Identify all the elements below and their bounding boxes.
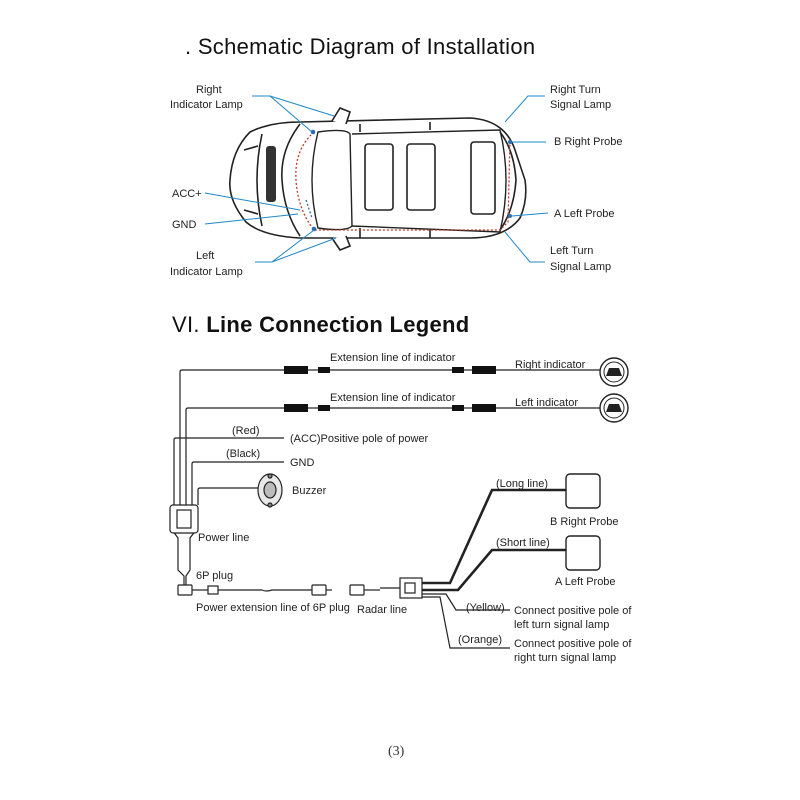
buzzer-icon xyxy=(257,473,283,508)
callout-gnd xyxy=(204,213,299,225)
callout-right-indicator xyxy=(252,95,313,133)
label-extension-line-1: Extension line of indicator xyxy=(330,352,456,364)
legend-title: VI. Line Connection Legend xyxy=(172,312,470,338)
label-connect-left-1: Connect positive pole of xyxy=(514,605,632,617)
radar-line-connector xyxy=(349,584,365,596)
right-indicator-dot xyxy=(310,129,316,135)
connector-l1 xyxy=(284,404,308,412)
connector-l3 xyxy=(452,405,464,411)
connector-l2 xyxy=(318,405,330,411)
connector-r2 xyxy=(318,367,330,373)
indicator-icons xyxy=(599,357,629,423)
connector-r1 xyxy=(284,366,308,374)
label-acc: ACC+ xyxy=(172,188,202,200)
callout-right-turn xyxy=(504,95,545,123)
sunroof-panel-1 xyxy=(364,143,394,211)
car-windshield xyxy=(311,129,353,231)
label-power-line: Power line xyxy=(198,532,250,544)
front-grille xyxy=(266,146,276,202)
callout-a-left-probe xyxy=(511,212,549,217)
a-probe-dot xyxy=(508,214,512,218)
callout-left-turn xyxy=(504,231,545,263)
car-top-view xyxy=(229,107,527,251)
wire-acc xyxy=(173,437,284,505)
label-gnd: GND xyxy=(172,219,197,231)
label-left-turn-line1: Left Turn xyxy=(550,245,594,257)
callout-right-indicator-2 xyxy=(269,95,335,117)
b-right-probe-icon xyxy=(565,473,601,509)
connector-r3 xyxy=(452,367,464,373)
label-red: (Red) xyxy=(232,425,260,437)
label-black: (Black) xyxy=(226,448,261,460)
label-right-turn-line2: Signal Lamp xyxy=(550,99,612,111)
label-left-indicator: Left indicator xyxy=(515,397,578,409)
legend-wiring xyxy=(169,366,600,649)
left-indicator-dot xyxy=(311,226,317,232)
label-a-left-probe: A Left Probe xyxy=(554,208,615,220)
red-wire-loop xyxy=(295,131,511,231)
wire-buzzer xyxy=(197,487,262,505)
six-p-plug-connector xyxy=(177,584,193,596)
connector-l4 xyxy=(472,404,496,412)
label-connect-left-2: left turn signal lamp xyxy=(514,619,610,631)
label-b-right-probe: B Right Probe xyxy=(554,136,623,148)
label-right-turn-line1: Right Turn xyxy=(550,84,601,96)
label-orange: (Orange) xyxy=(458,634,503,646)
label-left-indicator-line2: Indicator Lamp xyxy=(170,266,243,278)
label-connect-right-1: Connect positive pole of xyxy=(514,638,632,650)
label-right-indicator: Right indicator xyxy=(515,359,586,371)
b-probe-dot xyxy=(508,140,512,144)
left-mirror xyxy=(331,235,352,251)
label-right-indicator-line2: Indicator Lamp xyxy=(170,99,243,111)
probes xyxy=(565,473,601,571)
label-radar-line: Radar line xyxy=(357,604,408,616)
label-gnd-legend: GND xyxy=(290,457,315,469)
wire-gnd xyxy=(191,461,284,505)
label-acc-positive: (ACC)Positive pole of power xyxy=(290,433,429,445)
wire-right-indicator xyxy=(179,369,284,505)
label-6p-plug: 6P plug xyxy=(196,570,234,582)
car-wiring xyxy=(295,129,512,232)
label-left-indicator-line1: Left xyxy=(196,250,215,262)
label-long-line: (Long line) xyxy=(496,478,548,490)
power-ext-connector xyxy=(311,584,327,596)
label-short-line: (Short line) xyxy=(496,537,550,549)
installation-title: . Schematic Diagram of Installation xyxy=(185,34,536,59)
label-connect-right-2: right turn signal lamp xyxy=(514,652,617,664)
wire-orange xyxy=(422,596,510,649)
callout-lines xyxy=(204,95,549,263)
wire-short-line xyxy=(422,548,566,592)
wire-long-line xyxy=(422,488,566,585)
right-mirror xyxy=(331,107,351,125)
wire-yellow xyxy=(422,593,510,611)
wire-left-indicator xyxy=(185,407,284,505)
label-buzzer: Buzzer xyxy=(292,485,327,497)
page-number: (3) xyxy=(388,744,405,759)
label-left-turn-line2: Signal Lamp xyxy=(550,261,612,273)
legend-title-text: Line Connection Legend xyxy=(206,312,470,337)
label-a-left-probe-legend: A Left Probe xyxy=(555,576,616,588)
callout-left-indicator-2 xyxy=(271,237,337,263)
blue-wire xyxy=(305,199,313,219)
label-b-right-probe-legend: B Right Probe xyxy=(550,516,619,528)
car-roof xyxy=(351,129,507,233)
a-left-probe-icon xyxy=(565,535,601,571)
label-yellow: (Yellow) xyxy=(466,602,505,614)
connector-r4 xyxy=(472,366,496,374)
label-extension-line-2: Extension line of indicator xyxy=(330,392,456,404)
label-right-indicator-line1: Right xyxy=(196,84,222,96)
car-body-outline xyxy=(229,117,527,239)
callout-acc xyxy=(204,192,301,211)
sunroof-panel-3 xyxy=(470,141,496,215)
label-power-extension: Power extension line of 6P plug xyxy=(196,602,350,614)
legend-title-numeral: VI. xyxy=(172,312,200,337)
sunroof-panel-2 xyxy=(406,143,436,211)
